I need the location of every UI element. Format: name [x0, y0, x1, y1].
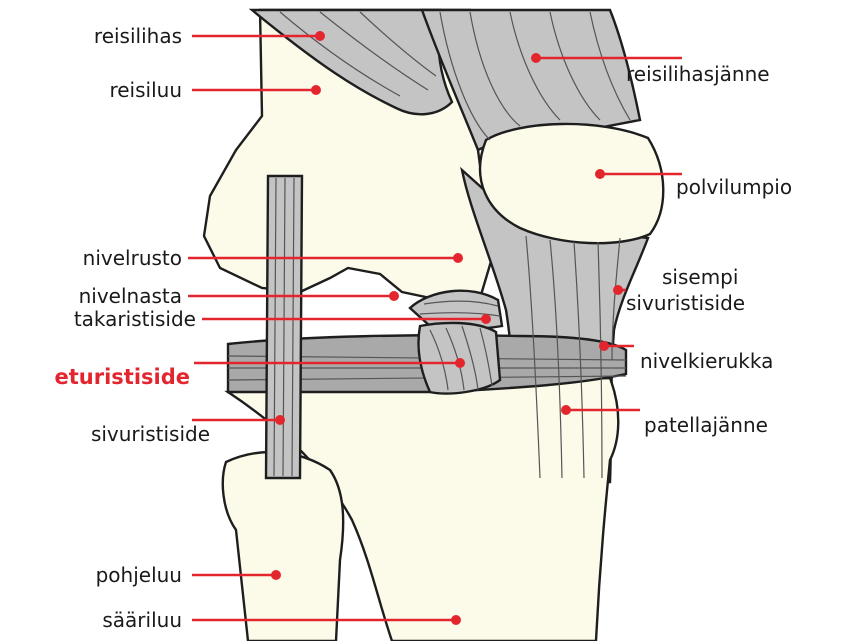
- dot-sisempi: [613, 285, 623, 295]
- dot-polvilumpio: [595, 169, 605, 179]
- label-reisiluu: reisiluu: [109, 78, 182, 102]
- dot-nivelnasta: [389, 291, 399, 301]
- label-sivuristiside: sivuristiside: [91, 422, 210, 446]
- label-nivelnasta: nivelnasta: [79, 284, 182, 308]
- fibula-bone: [223, 452, 343, 641]
- label-sisempi-line2: sivuristiside: [626, 291, 745, 315]
- knee-illustration: [204, 10, 663, 641]
- dot-reisilihas: [315, 31, 325, 41]
- label-polvilumpio: polvilumpio: [676, 175, 792, 199]
- dot-patellajanne: [561, 405, 571, 415]
- label-nivelrusto: nivelrusto: [83, 246, 182, 270]
- label-sisempi-line1: sisempi: [662, 265, 738, 289]
- dot-nivelkierukka: [599, 341, 609, 351]
- dot-takaristiside: [481, 314, 491, 324]
- label-pohjeluu: pohjeluu: [96, 563, 182, 587]
- dot-reisilihasjanne: [531, 53, 541, 63]
- dot-eturistiside: [455, 358, 465, 368]
- dot-reisiluu: [311, 85, 321, 95]
- dot-sivuristiside: [275, 415, 285, 425]
- label-takaristiside: takaristiside: [74, 307, 196, 331]
- label-saariluu: sääriluu: [102, 608, 182, 632]
- label-reisilihas: reisilihas: [94, 24, 182, 48]
- label-eturistiside: eturistiside: [55, 365, 191, 389]
- dot-pohjeluu: [271, 570, 281, 580]
- dot-saariluu: [451, 615, 461, 625]
- dot-nivelrusto: [453, 253, 463, 263]
- label-patellajanne: patellajänne: [644, 413, 768, 437]
- label-reisilihasjanne: reisilihasjänne: [626, 62, 770, 86]
- label-nivelkierukka: nivelkierukka: [640, 349, 773, 373]
